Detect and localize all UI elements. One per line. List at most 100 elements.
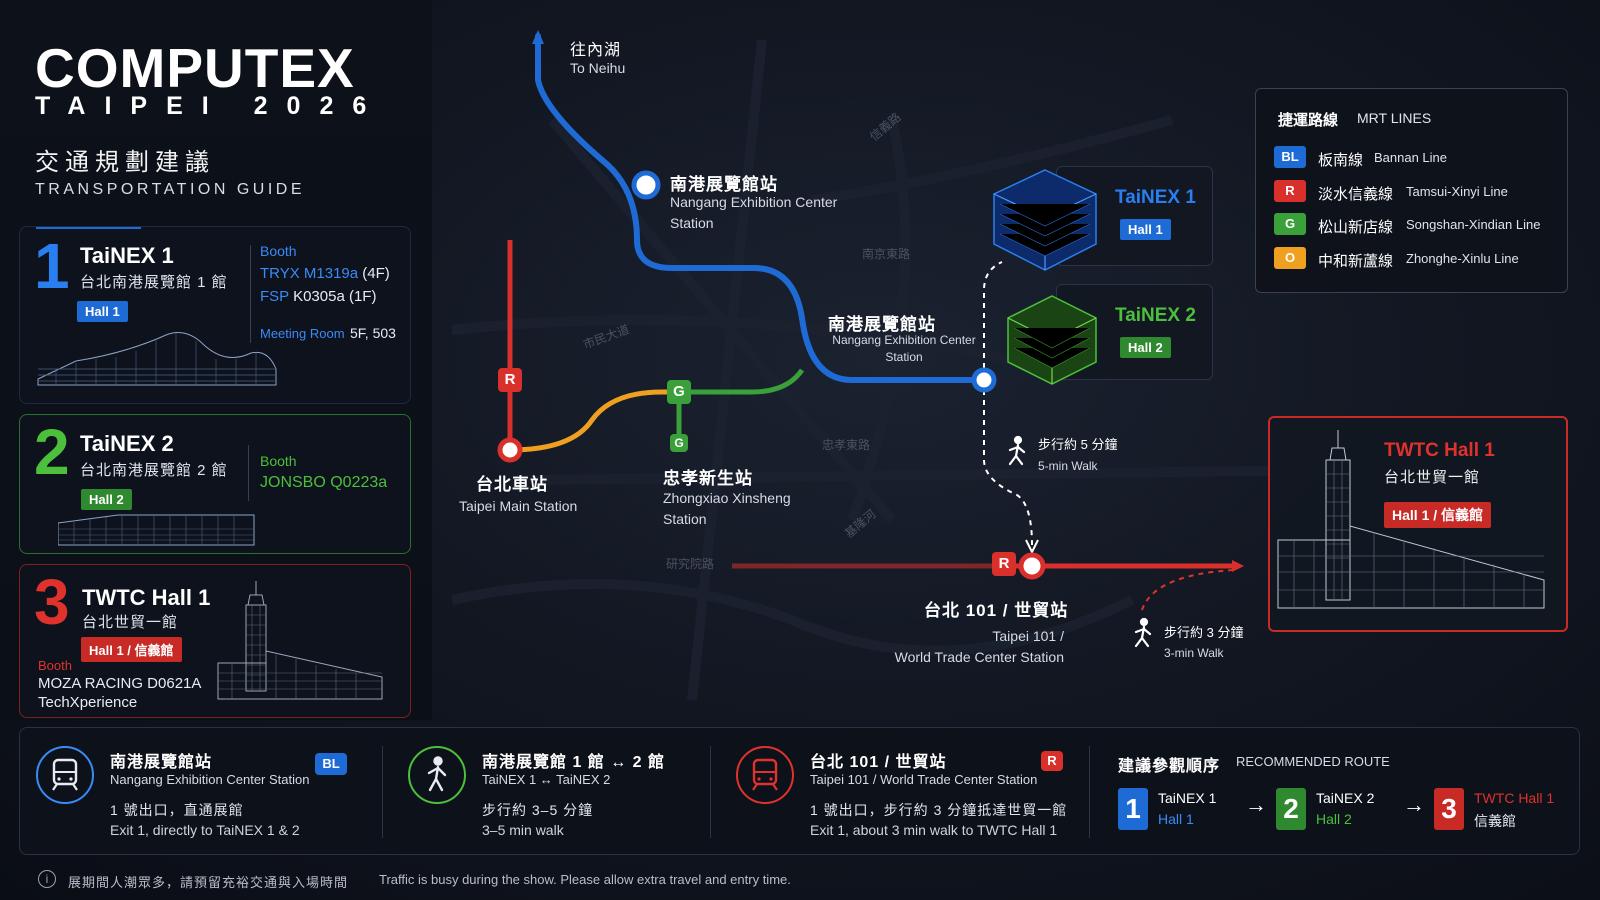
bannan-line bbox=[535, 33, 987, 383]
divider bbox=[1089, 746, 1090, 838]
street-label: 忠孝東路 bbox=[822, 438, 871, 452]
taipei-main-zh: 台北車站 bbox=[476, 475, 548, 494]
venue-number: 3 bbox=[34, 566, 70, 638]
walk-path-5min bbox=[983, 380, 1033, 546]
route-step-name: TWTC Hall 1 bbox=[1474, 790, 1555, 806]
tainex1-cube-icon bbox=[993, 169, 1097, 271]
route-arrow: → bbox=[1245, 792, 1267, 817]
station-taipei-main[interactable] bbox=[497, 437, 523, 463]
venue-name: TaiNEX 2 bbox=[80, 431, 174, 456]
station-name-zh: 南港展覽館站 bbox=[110, 754, 213, 771]
station-nangang-top[interactable] bbox=[631, 170, 661, 200]
exit-info-en: Exit 1, about 3 min walk to TWTC Hall 1 bbox=[810, 822, 1058, 838]
map-venue-twtc[interactable]: TWTC Hall 1 台北世貿一館 Hall 1 / 信義館 bbox=[1268, 416, 1568, 632]
line-name-zh: 松山新店線 bbox=[1318, 219, 1394, 236]
taipei101-zh: 台北 101 / 世貿站 bbox=[924, 601, 1069, 620]
map-venue-title: TaiNEX 1 bbox=[1115, 187, 1196, 208]
footer-text-en: Traffic is busy during the show. Please … bbox=[379, 872, 791, 887]
divider bbox=[710, 746, 711, 838]
divider bbox=[248, 445, 249, 501]
booth-line-1: MOZA RACING D0621A bbox=[38, 675, 202, 692]
line-name-en: Zhonghe-Xinlu Line bbox=[1406, 251, 1519, 266]
station-nangang-mid[interactable] bbox=[971, 367, 997, 393]
line-name-zh: 板南線 bbox=[1318, 152, 1364, 169]
meeting-label: Meeting Room bbox=[260, 326, 345, 341]
route-step-hall: Hall 2 bbox=[1316, 811, 1352, 827]
line-name-en: Bannan Line bbox=[1374, 150, 1448, 165]
booth-label: Booth bbox=[260, 243, 297, 259]
walking-person-icon bbox=[408, 746, 466, 804]
venue-name: TWTC Hall 1 bbox=[82, 585, 211, 610]
tainex1-building-illustration bbox=[37, 332, 277, 386]
tainex2-building-illustration bbox=[58, 514, 255, 546]
hall-badge: Hall 1 bbox=[77, 301, 128, 322]
divider bbox=[250, 245, 251, 343]
station-taipei101[interactable] bbox=[1018, 552, 1046, 580]
walk5-en: 5-min Walk bbox=[1038, 459, 1098, 473]
map-venue-title: TaiNEX 2 bbox=[1115, 305, 1196, 326]
venue-name-zh: 台北南港展覽館 1 館 bbox=[80, 274, 228, 291]
booth-line-2: TechXperience bbox=[38, 694, 138, 711]
mrt-legend: 捷運路線 MRT LINES BL 板南線 Bannan Line R 淡水信義… bbox=[1255, 88, 1568, 293]
map-venue-zh: 台北世貿一館 bbox=[1384, 469, 1481, 486]
venue-number: 2 bbox=[34, 416, 70, 488]
route-step-number: 3 bbox=[1434, 788, 1464, 830]
route-step-name: TaiNEX 2 bbox=[1316, 790, 1375, 806]
booth-line-1: TRYX M1319a (4F) bbox=[260, 265, 390, 282]
line-badge-r: R bbox=[992, 552, 1016, 576]
info-bar: 南港展覽館站 Nangang Exhibition Center Station… bbox=[19, 727, 1580, 855]
divider bbox=[382, 746, 383, 838]
route-title-en: RECOMMENDED ROUTE bbox=[1236, 754, 1390, 769]
zhonghe-xinlu-line bbox=[509, 389, 682, 453]
walk-title-zh: 南港展覽館 1 館 ↔ 2 館 bbox=[482, 754, 666, 771]
meeting-value: 5F, 503 bbox=[350, 325, 396, 341]
mrt-lines-canvas bbox=[450, 30, 1333, 701]
route-arrow: → bbox=[1403, 792, 1425, 817]
page-title-en: TRANSPORTATION GUIDE bbox=[35, 181, 306, 198]
street-label: 研究院路 bbox=[666, 557, 715, 571]
metro-train-icon bbox=[736, 746, 794, 804]
line-name-en: Tamsui-Xinyi Line bbox=[1406, 184, 1508, 199]
footer-text-zh: 展期間人潮眾多，請預留充裕交通與入場時間 bbox=[68, 875, 349, 890]
venue-name-zh: 台北世貿一館 bbox=[82, 614, 179, 631]
walk-icon bbox=[1134, 617, 1152, 648]
twtc-building-illustration bbox=[217, 581, 383, 700]
venue-name: TaiNEX 1 bbox=[80, 243, 174, 268]
route-title-zh: 建議參觀順序 bbox=[1118, 758, 1221, 775]
exit-info-zh: 1 號出口，步行約 3 分鐘抵達世貿一館 bbox=[810, 802, 1068, 818]
left-panel: COMPUTEX TAIPEI 2026 交通規劃建議 TRANSPORTATI… bbox=[0, 0, 432, 720]
station-name-en: Nangang Exhibition Center Station bbox=[110, 772, 310, 787]
footer-note: i 展期間人潮眾多，請預留充裕交通與入場時間 Traffic is busy d… bbox=[38, 870, 1238, 890]
twtc-map-building bbox=[1277, 430, 1545, 609]
legend-title-zh: 捷運路線 bbox=[1278, 112, 1339, 129]
hall-badge: Hall 2 bbox=[81, 489, 132, 510]
walk-title-en: TaiNEX 1 ↔ TaiNEX 2 bbox=[482, 772, 611, 787]
taipei101-en: Taipei 101 /World Trade Center Station bbox=[894, 628, 1064, 665]
legend-row-tamsui: R 淡水信義線 Tamsui-Xinyi Line bbox=[1274, 180, 1564, 204]
line-chip: G bbox=[1274, 213, 1306, 235]
logo-text: COMPUTEX bbox=[35, 37, 355, 99]
taipei-main-en: Taipei Main Station bbox=[459, 498, 578, 514]
legend-title-en: MRT LINES bbox=[1357, 110, 1432, 126]
route-step-hall: 信義館 bbox=[1474, 813, 1516, 829]
booth-label: Booth bbox=[260, 453, 297, 469]
venue-card-twtc: 3 TWTC Hall 1 台北世貿一館 Hall 1 / 信義館 Booth … bbox=[19, 564, 411, 718]
zhongxiao-zh: 忠孝新生站 bbox=[663, 469, 753, 488]
walk5-zh: 步行約 5 分鐘 bbox=[1038, 437, 1118, 452]
to-neihu-zh: 往內湖 bbox=[570, 42, 622, 59]
tainex2-cube-icon bbox=[1007, 295, 1097, 385]
station-name-zh: 台北 101 / 世貿站 bbox=[810, 754, 947, 771]
line-name-zh: 淡水信義線 bbox=[1318, 186, 1394, 203]
walk3-zh: 步行約 3 分鐘 bbox=[1164, 625, 1244, 640]
to-neihu-en: To Neihu bbox=[570, 60, 626, 76]
line-chip: BL bbox=[1274, 146, 1306, 168]
walk-icon bbox=[1008, 435, 1026, 466]
line-chip: R bbox=[1274, 180, 1306, 202]
walk3-en: 3-min Walk bbox=[1164, 646, 1224, 660]
nangang-mid-zh: 南港展覽館站 bbox=[828, 315, 936, 334]
logo-subtitle: TAIPEI 2026 bbox=[35, 92, 386, 120]
station-name-en: Taipei 101 / World Trade Center Station bbox=[810, 772, 1038, 787]
